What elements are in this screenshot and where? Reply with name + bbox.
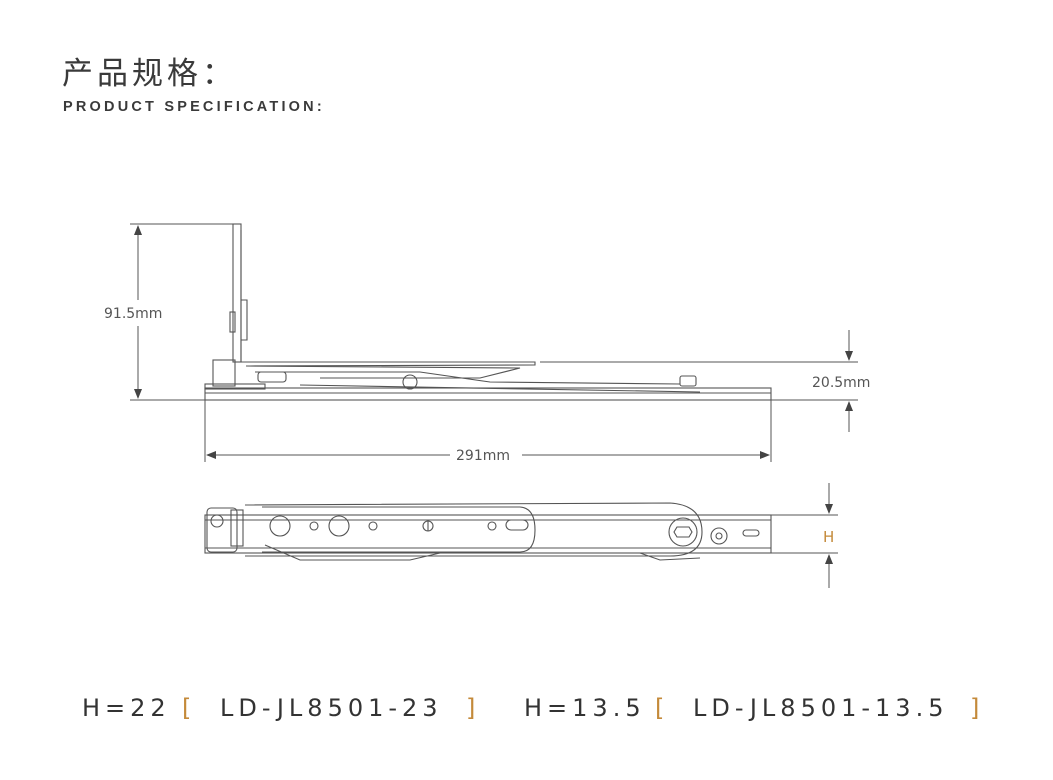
model-2-code: LD-JL8501-13.5 <box>693 694 949 722</box>
side-view <box>204 223 772 401</box>
model-2-close-bracket: ] <box>970 694 985 722</box>
dimension-lines <box>130 223 858 462</box>
h-dimension-label: H <box>823 528 834 546</box>
h-dimension-lines <box>771 483 838 588</box>
model-1-open-bracket: [ <box>182 694 197 722</box>
model-list: H=22 [ LD-JL8501-23 ] H=13.5 [ LD-JL8501… <box>0 694 1053 728</box>
model-1-code: LD-JL8501-23 <box>220 694 443 722</box>
model-1-close-bracket: ] <box>466 694 481 722</box>
model-2-h-value: H=13.5 <box>524 694 646 722</box>
page-title: 产品规格： <box>62 56 237 92</box>
model-2-open-bracket: [ <box>655 694 670 722</box>
height-dimension-label: 91.5mm <box>104 306 162 322</box>
top-view <box>204 502 772 561</box>
thickness-dimension-label: 20.5mm <box>812 375 870 391</box>
model-1-h-value: H=22 <box>82 694 171 722</box>
page-subtitle: PRODUCT SPECIFICATION: <box>63 99 325 115</box>
length-dimension-label: 291mm <box>456 448 510 464</box>
